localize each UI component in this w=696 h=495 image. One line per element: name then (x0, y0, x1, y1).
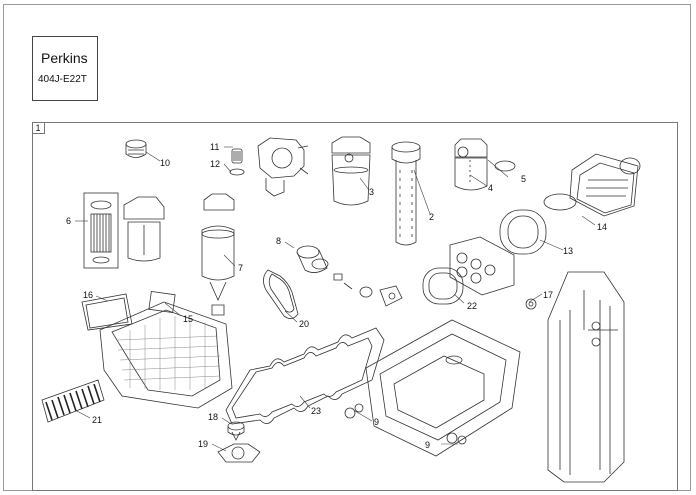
fuel-pump-assembly (257, 137, 309, 197)
air-filter-block (449, 236, 515, 296)
part-9-drain-plug-b (446, 432, 467, 445)
oil-pan (365, 319, 521, 457)
part-3-filter-bowl (331, 136, 371, 206)
part-2-tube-filter (391, 141, 421, 246)
filter-head-assembly (123, 196, 165, 262)
engine-model: 404J-E22T (38, 74, 87, 85)
part-14-air-cleaner-housing (569, 153, 641, 217)
part-9-drain-plug-a (344, 403, 364, 419)
part-10-filler-cap (125, 139, 147, 158)
callout-12: 12 (210, 159, 221, 169)
callout-23: 23 (311, 406, 322, 416)
leader-lines (74, 146, 596, 452)
callout-3: 3 (369, 187, 375, 197)
callout-19: 19 (198, 439, 209, 449)
part-7-fuel-filter (201, 193, 235, 316)
callout-11: 11 (210, 142, 220, 152)
callout-13: 13 (563, 246, 574, 256)
callout-5: 5 (521, 174, 527, 184)
diagram-frame (32, 122, 678, 491)
callout-9-lower: 9 (425, 440, 431, 450)
part-21-panel-filter (41, 379, 105, 423)
part-19-gasket (217, 443, 261, 463)
callout-8: 8 (276, 236, 282, 246)
title-box: Perkins 404J-E22T (32, 36, 98, 101)
callout-18: 18 (208, 412, 219, 422)
callout-21: 21 (92, 415, 103, 425)
frame-number: 1 (32, 122, 45, 134)
part-23-rocker-gasket (225, 327, 385, 425)
callout-14: 14 (597, 222, 608, 232)
callout-10: 10 (160, 158, 171, 168)
part-17-plug (525, 298, 537, 310)
part-20-belt (263, 269, 299, 319)
part-5-o-ring (494, 160, 516, 172)
callout-17: 17 (543, 290, 554, 300)
callout-2: 2 (429, 212, 435, 222)
part-11-small-filter (229, 148, 245, 176)
radiator-assembly (547, 271, 625, 483)
oil-cooler-fittings (333, 273, 403, 307)
rocker-cover-assembly (99, 301, 233, 409)
part-15-cover-plate (148, 290, 176, 314)
callout-9-upper: 9 (374, 417, 380, 427)
callout-20: 20 (299, 319, 310, 329)
part-13-air-filter (499, 193, 577, 255)
part-8-oil-filter (296, 245, 329, 273)
brand-name: Perkins (41, 50, 88, 66)
callout-16: 16 (83, 290, 94, 300)
callout-15: 15 (183, 314, 194, 324)
callout-7: 7 (238, 263, 244, 273)
callout-4: 4 (488, 183, 494, 193)
part-6-filter-element (83, 192, 119, 269)
part-18-thermostat (227, 421, 245, 441)
part-22-seal-ring (422, 267, 464, 305)
callout-6: 6 (66, 216, 72, 226)
callout-22: 22 (467, 301, 478, 311)
part-4-filter-housing (454, 138, 488, 191)
